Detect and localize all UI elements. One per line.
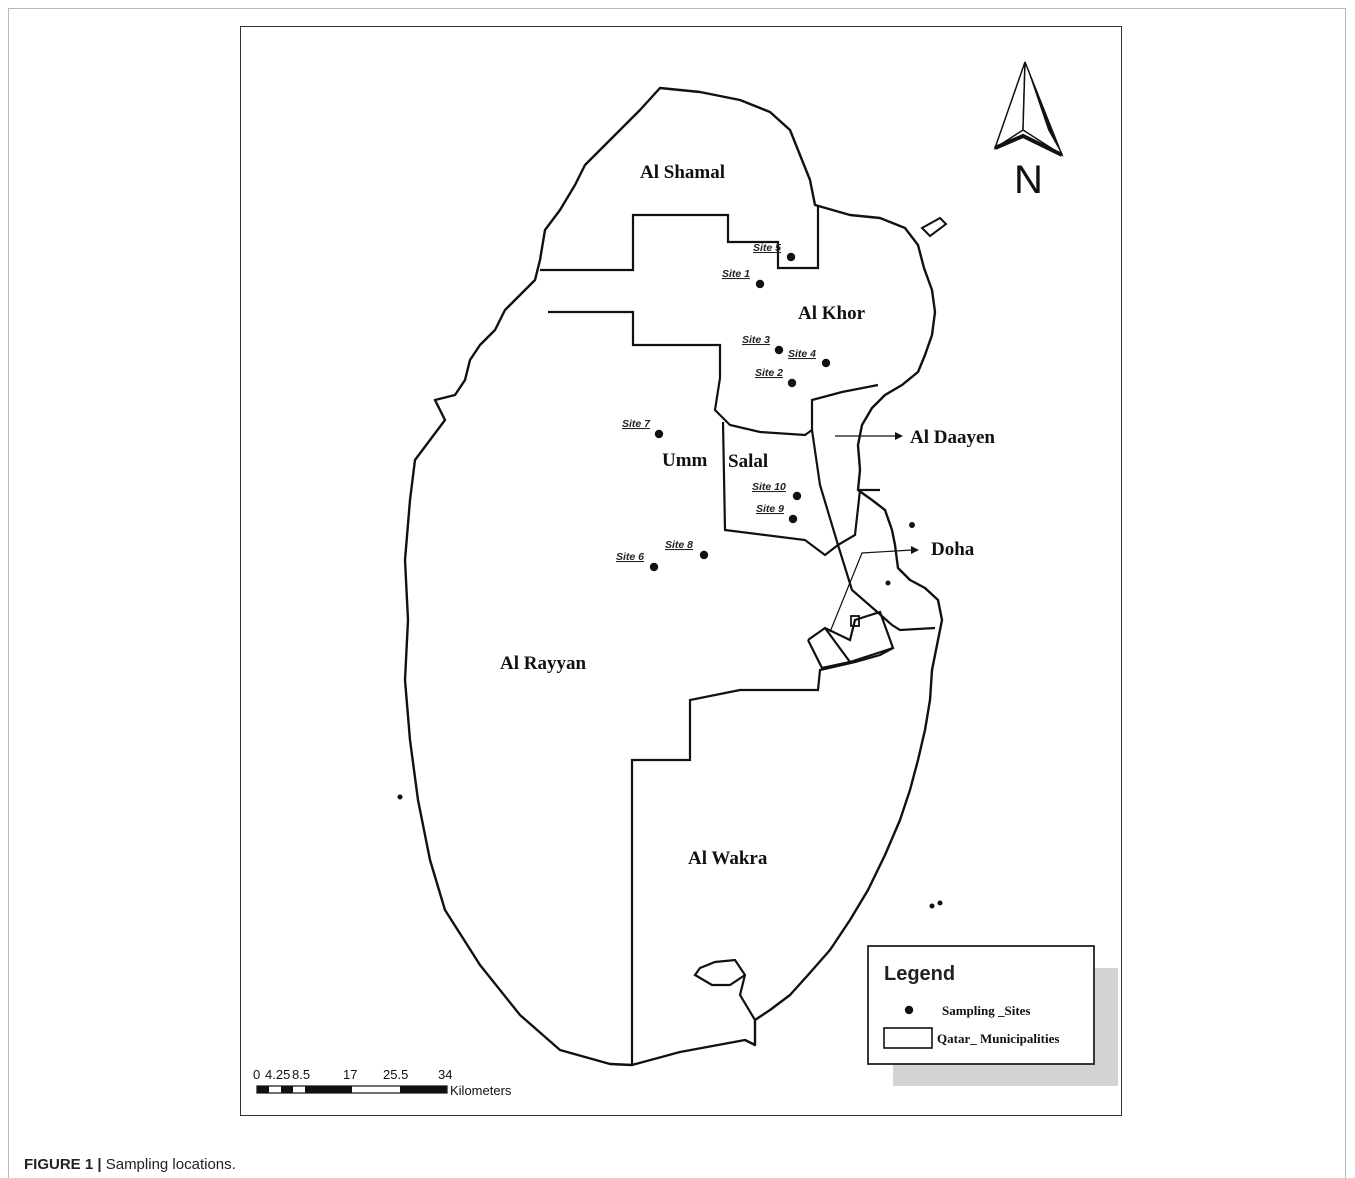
site-8-marker (699, 550, 709, 560)
site-2-marker (787, 378, 797, 388)
scale-tick-25-5: 25.5 (383, 1067, 408, 1082)
site-4-label: Site 4 (788, 348, 816, 360)
island-dot-4 (909, 522, 915, 528)
site-7: Site 7 (622, 418, 664, 439)
figure-label: FIGURE 1 | (24, 1156, 102, 1173)
site-5-label: Site 5 (753, 242, 781, 254)
scale-tick-0: 0 (253, 1067, 260, 1082)
figure-caption-text: Sampling locations. (105, 1156, 236, 1173)
site-7-label: Site 7 (622, 418, 651, 430)
scale-bar: 0 4.25 8.5 17 25.5 34 Kilometers (253, 1067, 512, 1098)
label-umm: Umm (662, 450, 708, 471)
site-8: Site 8 (665, 539, 709, 560)
scale-tick-17: 17 (343, 1067, 357, 1082)
site-7-marker (654, 429, 664, 439)
doha-enclave (850, 615, 860, 627)
site-5-marker (786, 252, 796, 262)
site-4-marker (821, 358, 831, 368)
boundary-doha (836, 544, 936, 632)
label-doha: Doha (931, 539, 975, 560)
label-al-wakra: Al Wakra (688, 848, 768, 869)
boundary-khor-daayen (810, 383, 879, 430)
scale-unit: Kilometers (450, 1083, 512, 1098)
legend-sampling-sites: Sampling _Sites (942, 1003, 1031, 1018)
site-9-marker (788, 514, 798, 524)
daayen-arrowhead (895, 432, 903, 440)
scale-tick-4-25: 4.25 (265, 1067, 290, 1082)
site-10-marker (792, 491, 802, 501)
site-4: Site 4 (788, 348, 831, 368)
island-dot-2 (929, 903, 935, 909)
site-2-label: Site 2 (755, 367, 783, 379)
island-ne (920, 216, 948, 238)
south-inlet (693, 958, 756, 1021)
boundary-shamal (540, 205, 820, 272)
site-10-label: Site 10 (752, 481, 786, 493)
site-1-label: Site 1 (722, 268, 750, 280)
island-dot-3 (937, 900, 943, 906)
label-salal: Salal (728, 451, 768, 472)
boundary-daayen (810, 429, 880, 547)
label-al-rayyan: Al Rayyan (500, 653, 586, 674)
label-al-shamal: Al Shamal (640, 162, 725, 183)
label-al-daayen: Al Daayen (910, 427, 995, 448)
island-dot-5 (885, 580, 891, 586)
site-9-label: Site 9 (756, 503, 784, 515)
legend: Legend Sampling _Sites Qatar_ Municipali… (867, 945, 1118, 1086)
north-label: N (1014, 158, 1043, 202)
figure-frame (8, 8, 1346, 1178)
figure-caption: FIGURE 1 | Sampling locations. (24, 1156, 236, 1173)
site-5: Site 5 (753, 242, 796, 262)
boundary-doha-south (807, 610, 895, 670)
island-dot-1 (397, 794, 403, 800)
boundary-khor-rayyan (548, 310, 813, 437)
site-1: Site 1 (722, 268, 765, 289)
site-8-label: Site 8 (665, 539, 693, 551)
scale-tick-8-5: 8.5 (292, 1067, 310, 1082)
doha-arrow (829, 549, 913, 633)
legend-site-marker (904, 1005, 914, 1015)
site-6-label: Site 6 (616, 551, 644, 563)
site-3: Site 3 (742, 334, 784, 355)
legend-title: Legend (884, 963, 955, 985)
site-2: Site 2 (755, 367, 797, 388)
map-frame (240, 26, 1122, 1116)
scale-tick-34: 34 (438, 1067, 452, 1082)
legend-municipalities: Qatar_ Municipalities (937, 1031, 1059, 1046)
coastline (403, 86, 944, 1067)
site-10: Site 10 (752, 481, 802, 501)
site-3-marker (774, 345, 784, 355)
boundary-doha-west (824, 627, 851, 663)
site-9: Site 9 (756, 503, 798, 524)
boundary-wakra (630, 647, 894, 1065)
site-6: Site 6 (616, 551, 659, 572)
north-arrow-icon (993, 61, 1064, 157)
label-al-khor: Al Khor (798, 303, 866, 324)
site-6-marker (649, 562, 659, 572)
doha-arrowhead (911, 546, 919, 554)
legend-municipality-swatch (883, 1027, 933, 1049)
site-1-marker (755, 279, 765, 289)
boundary-umm-salal (721, 421, 839, 557)
site-3-label: Site 3 (742, 334, 770, 346)
